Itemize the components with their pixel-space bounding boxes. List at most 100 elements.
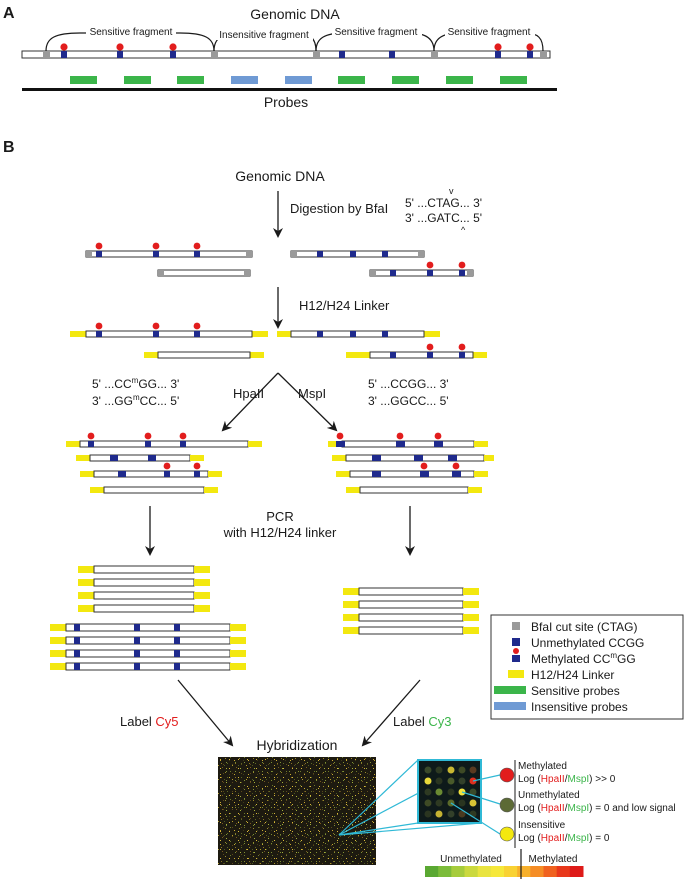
legend-item: Unmethylated CCGG	[531, 636, 644, 650]
ccgg-site	[495, 51, 501, 58]
panel-a-genome: Sensitive fragment Insensitive fragment …	[21, 26, 551, 59]
scale-segment	[490, 866, 505, 877]
sensitive-probe	[70, 76, 97, 84]
hpaii-pcr-short	[78, 565, 210, 613]
insensitive-probe	[285, 76, 312, 84]
legend: BfaI cut site (CTAG) Unmethylated CCGG M…	[490, 614, 684, 720]
mspi-pcr-products	[343, 587, 479, 635]
spot-formula-methylated: Log (HpaII/MspI) >> 0	[518, 774, 616, 785]
scale-segment	[425, 866, 439, 877]
hpaii-label: HpaII	[233, 386, 264, 401]
bfai-bottom: 3' ...GATC... 5'	[405, 211, 482, 225]
scale-segment	[530, 866, 544, 877]
ccgg-site	[117, 51, 123, 58]
legend-swatch-sensitive	[494, 686, 526, 694]
legend-box	[490, 614, 684, 720]
sensitive-probe	[338, 76, 365, 84]
arrow-hpaii	[221, 372, 279, 432]
panel-b-title: Genomic DNA	[235, 168, 325, 184]
mspi-site-top: 5' ...CCGG... 3'	[368, 377, 449, 391]
spot-formula-unmethylated: Log (HpaII/MspI) = 0 and low signal	[518, 803, 676, 814]
mspi-products	[328, 432, 494, 494]
legend-swatch-methylated	[513, 648, 519, 654]
cut-site-marker	[431, 51, 438, 58]
bfai-top: 5' ...CTAG... 3'	[405, 196, 482, 210]
digestion-label: Digestion by BfaI	[290, 201, 388, 216]
pcr-sub-label: with H12/H24 linker	[223, 525, 337, 540]
pcr-label: PCR	[266, 509, 293, 524]
methyl-mark	[169, 43, 177, 51]
zoom-box	[417, 759, 482, 824]
panel-b-label: B	[3, 139, 15, 156]
ccgg-site	[339, 51, 345, 58]
spot-label-methylated: Methylated	[518, 761, 567, 772]
probes-label: Probes	[264, 94, 308, 110]
bfai-cut-bottom: ^	[461, 225, 466, 235]
panel-a-label: A	[3, 5, 15, 22]
hpaii-products	[66, 432, 262, 494]
sensitive-probe	[124, 76, 151, 84]
spot-label-unmethylated: Unmethylated	[518, 790, 580, 801]
scale-segment	[464, 866, 479, 877]
legend-item: Methylated CCmGG	[531, 651, 636, 666]
legend-swatch-insensitive	[494, 702, 526, 710]
cut-site-marker	[540, 51, 547, 58]
scale-segment	[543, 866, 558, 877]
probe-substrate	[22, 88, 557, 91]
scale-segment	[517, 866, 531, 877]
cut-site-marker	[313, 51, 320, 58]
scale-label-unmethylated: Unmethylated	[440, 854, 502, 865]
cut-site-marker	[43, 51, 50, 58]
arrow-cy5	[177, 679, 234, 747]
spot-unmethylated	[499, 797, 515, 813]
scale-segment	[438, 866, 452, 877]
spot-connectors	[450, 774, 501, 835]
legend-item: Sensitive probes	[531, 684, 620, 698]
fragment-label: Sensitive fragment	[448, 27, 531, 38]
scale-segment	[451, 866, 465, 877]
spot-formula-insensitive: Log (HpaII/MspI) = 0	[518, 833, 610, 844]
scale-label-methylated: Methylated	[529, 854, 578, 865]
arrow-cy3	[361, 679, 421, 747]
spot-insensitive	[499, 826, 515, 842]
scale-segment	[569, 866, 584, 877]
legend-swatch-unmethylated	[512, 638, 520, 646]
methyl-mark	[60, 43, 68, 51]
ccgg-site	[61, 51, 67, 58]
mspi-site-bottom: 3' ...GGCC... 5'	[368, 394, 449, 408]
sensitive-probe	[177, 76, 204, 84]
label-cy5: Label Cy5	[120, 714, 179, 729]
digested-fragments	[85, 242, 474, 277]
legend-item: BfaI cut site (CTAG)	[531, 620, 637, 634]
microarray-image	[218, 757, 376, 865]
hpaii-pcr-long	[50, 623, 246, 671]
spot-label-insensitive: Insensitive	[518, 820, 566, 831]
mspi-label: MspI	[298, 386, 326, 401]
ccgg-site	[170, 51, 176, 58]
scale-segment	[556, 866, 571, 877]
methyl-mark	[526, 43, 534, 51]
scale-segment	[504, 866, 518, 877]
sensitive-probe	[500, 76, 527, 84]
fragment-label: Sensitive fragment	[335, 27, 418, 38]
sensitive-probe	[392, 76, 419, 84]
color-scale	[425, 866, 584, 877]
panel-a-title: Genomic DNA	[250, 6, 340, 22]
hybridization-label: Hybridization	[257, 737, 338, 753]
fragment-label: Insensitive fragment	[219, 30, 309, 41]
spot-methylated	[499, 767, 515, 783]
hpaii-site-top: 5' ...CCmGG... 3'	[92, 376, 179, 391]
scale-segment	[477, 866, 492, 877]
ccgg-site	[527, 51, 533, 58]
cut-site-marker	[211, 51, 218, 58]
bfai-cut-top: v	[449, 186, 454, 196]
arrow-mspi	[277, 372, 338, 432]
methyl-mark	[116, 43, 124, 51]
fragment-label: Sensitive fragment	[90, 27, 173, 38]
label-cy3: Label Cy3	[393, 714, 452, 729]
sensitive-probe	[446, 76, 473, 84]
insensitive-probe	[231, 76, 258, 84]
legend-item: Insensitive probes	[531, 700, 628, 714]
hpaii-site-bottom: 3' ...GGmCC... 5'	[92, 393, 179, 408]
methyl-mark	[494, 43, 502, 51]
